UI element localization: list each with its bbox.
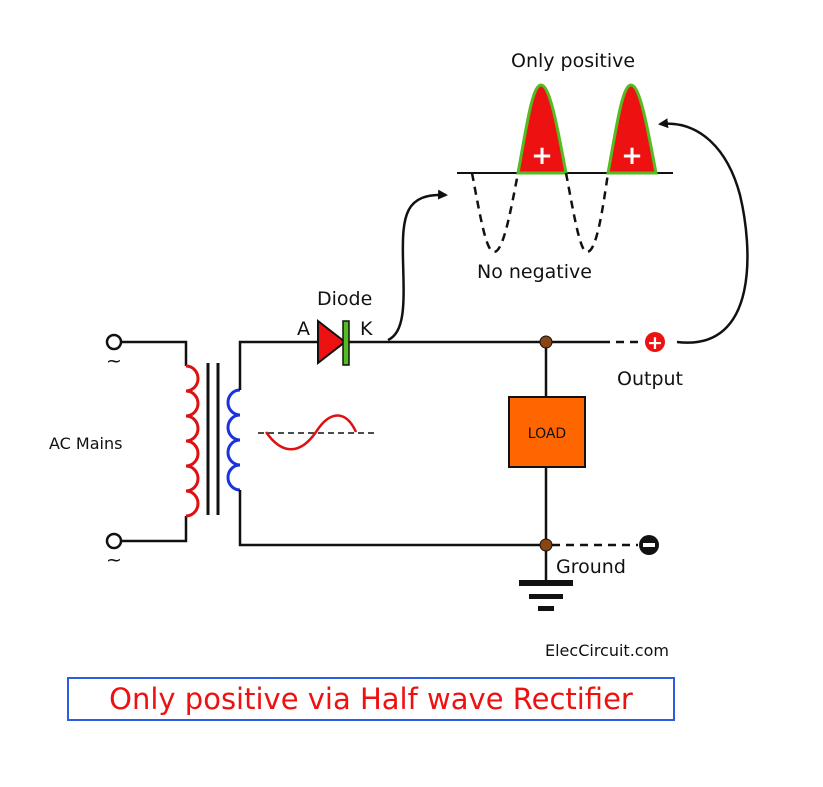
ground-label: Ground: [556, 556, 626, 578]
ground-symbol: [519, 551, 573, 611]
primary-coil: [185, 364, 200, 518]
plus-sign-cycle-1: +: [531, 141, 553, 171]
secondary-sine-wave: [264, 414, 358, 451]
primary-wire-top: [121, 340, 188, 366]
junction-bottom: [539, 538, 553, 552]
output-label: Output: [617, 368, 683, 390]
ac-terminal-bottom: ~: [105, 532, 123, 571]
arrow-diode-to-waveform: [387, 189, 448, 342]
ac-mains-label: AC Mains: [49, 434, 122, 453]
secondary-wire-bottom: [238, 490, 546, 547]
positive-half-cycle-1: [516, 83, 568, 175]
load-box: [508, 396, 586, 468]
secondary-coil: [226, 388, 241, 492]
positive-half-cycle-2: [606, 83, 658, 175]
diode-triangle: [317, 318, 347, 366]
plus-sign-cycle-2: +: [621, 141, 643, 171]
ac-symbol-top: ~: [106, 350, 122, 372]
junction-top: [539, 335, 553, 349]
missing-negative-half-1: [470, 172, 520, 254]
only-positive-label: Only positive: [511, 50, 635, 72]
cathode-label: K: [360, 318, 373, 340]
ac-symbol-bottom: ~: [106, 549, 122, 571]
load-label: LOAD: [528, 426, 566, 442]
output-positive-terminal: [645, 332, 665, 352]
arrow-output-to-waveform: [658, 118, 749, 344]
negative-terminal: [639, 535, 659, 555]
ac-terminal-top: ~: [105, 333, 123, 372]
diode-cathode-band: [342, 320, 350, 366]
anode-label: A: [297, 318, 310, 340]
secondary-wire-top: [238, 340, 318, 390]
missing-negative-half-2: [564, 172, 610, 254]
credit-text: ElecCircuit.com: [545, 641, 669, 660]
no-negative-label: No negative: [477, 261, 592, 283]
primary-wire-bottom: [121, 516, 188, 543]
output-plus-sign: +: [647, 332, 663, 354]
caption-box: Only positive via Half wave Rectifier: [67, 677, 675, 721]
diode-label: Diode: [317, 288, 372, 310]
